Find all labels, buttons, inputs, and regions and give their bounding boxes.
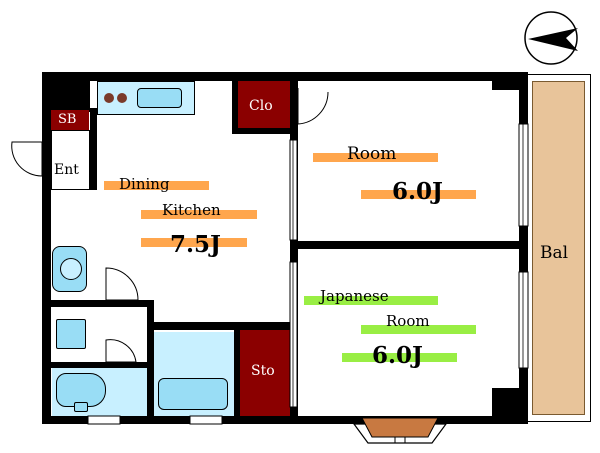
dining-label: Dining <box>119 175 170 193</box>
dining-size: 7.5J <box>170 231 221 258</box>
japanese-room-label: Room <box>386 312 430 330</box>
band-japanese-room <box>361 325 476 334</box>
wall-bottom <box>42 416 528 424</box>
wall-bath-right <box>234 322 240 422</box>
room-label: Room <box>347 144 397 164</box>
washbasin-bowl <box>60 258 82 280</box>
band-dining <box>104 181 209 190</box>
compass-icon <box>524 11 578 65</box>
band-dining-size <box>141 238 247 247</box>
balcony-area <box>527 74 591 422</box>
entrance-floor <box>51 130 90 190</box>
closet <box>238 81 290 128</box>
wall-rooms-divider <box>290 241 528 249</box>
wall-left <box>42 72 51 424</box>
shoe-box <box>51 110 89 130</box>
band-japanese-size <box>342 353 457 362</box>
wall-corner-tl <box>42 72 90 112</box>
japanese-label: Japanese <box>320 287 389 305</box>
toilet-tank-icon <box>74 402 88 412</box>
room-size: 6.0J <box>392 178 443 205</box>
storage-label: Sto <box>251 363 275 379</box>
band-room-size <box>361 190 476 199</box>
wall-closet-bottom <box>232 128 296 134</box>
washing-machine-icon <box>56 319 86 349</box>
storage <box>240 330 290 416</box>
wall-wet-left <box>147 300 154 422</box>
wall-closet-left <box>232 72 238 134</box>
wall-toilet-top <box>42 362 152 368</box>
band-room <box>313 153 438 162</box>
sink-icon <box>137 88 182 108</box>
stove-icon <box>104 93 114 103</box>
wall-entrance-right <box>90 108 97 190</box>
shoe-box-label: SB <box>58 112 77 127</box>
band-japanese <box>304 296 438 305</box>
wall-corner-tr <box>492 72 528 90</box>
balcony-label: Bal <box>540 243 569 263</box>
stove-icon-2 <box>117 93 127 103</box>
wall-wet-top <box>147 322 297 330</box>
closet-label: Clo <box>249 98 273 114</box>
bathtub-icon <box>158 378 228 410</box>
wall-wash-top <box>42 300 152 307</box>
wall-corner-br <box>492 388 528 424</box>
kitchen-label: Kitchen <box>162 201 221 219</box>
japanese-size: 6.0J <box>372 342 423 369</box>
entrance-label: Ent <box>54 162 79 178</box>
band-kitchen <box>141 210 257 219</box>
wall-top <box>42 72 528 81</box>
